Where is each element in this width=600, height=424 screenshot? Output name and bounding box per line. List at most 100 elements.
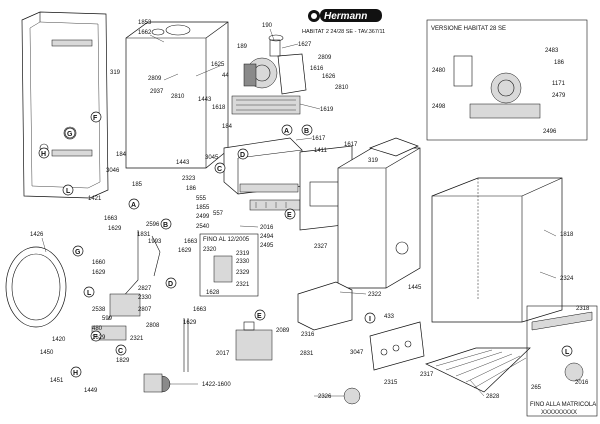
- part-2499: 2499: [196, 214, 210, 220]
- part-numbers: 1853 1662 190 1627 189 2809 2809 1625 44…: [30, 20, 574, 400]
- callout-bubbles: F G H L A B D C E A B G L D F C H E I: [38, 111, 376, 378]
- part-1627: 1627: [298, 42, 312, 48]
- part-1443-b: 1443: [176, 160, 190, 166]
- callout-b-top: B: [304, 128, 309, 135]
- part-2807: 2807: [138, 307, 152, 313]
- inset-version-title: VERSIONE HABITAT 28 SE: [431, 26, 506, 32]
- part-2808: 2808: [146, 323, 160, 329]
- fino-part-2319: 2319: [236, 251, 250, 257]
- part-319-b: 319: [368, 158, 379, 164]
- part-2017: 2017: [216, 351, 230, 357]
- part-1629-e: 1629: [183, 320, 197, 326]
- part-1422-1600: 1422-1600: [202, 382, 231, 388]
- part-433: 433: [384, 314, 395, 320]
- part-2495: 2495: [260, 243, 274, 249]
- part-1855: 1855: [196, 205, 210, 211]
- part-1421: 1421: [88, 196, 102, 202]
- part-2327: 2327: [314, 244, 328, 250]
- part-1663: 1663: [104, 216, 118, 222]
- part-1831: 1831: [137, 232, 151, 238]
- part-1626: 1626: [322, 74, 336, 80]
- matricola-title: FINO ALLA MATRICOLA: [530, 402, 596, 408]
- part-557: 557: [213, 211, 224, 217]
- part-1629-d: 1629: [92, 335, 106, 341]
- part-1662: 1662: [138, 30, 152, 36]
- part-1411: 1411: [314, 148, 328, 154]
- part-2316: 2316: [301, 332, 315, 338]
- part-1445: 1445: [408, 285, 422, 291]
- part-2809-b: 2809: [318, 55, 332, 61]
- part-1450: 1450: [40, 350, 54, 356]
- part-1663-c: 1663: [193, 307, 207, 313]
- callout-f-bottom: F: [93, 334, 98, 341]
- part-1617: 1617: [312, 136, 326, 142]
- part-1629: 1629: [108, 226, 122, 232]
- part-319: 319: [110, 70, 121, 76]
- part-1993: 1993: [148, 239, 162, 245]
- part-2810: 2810: [171, 94, 185, 100]
- boiler-frame: [21, 11, 109, 199]
- part-2809: 2809: [148, 76, 162, 82]
- part-186: 186: [186, 186, 197, 192]
- part-3047: 3047: [350, 350, 364, 356]
- matricola-serial: XXXXXXXXX: [541, 410, 577, 416]
- part-1660: 1660: [92, 260, 106, 266]
- part-189: 189: [237, 44, 248, 50]
- brand-logo: Hermann: [308, 9, 382, 22]
- callout-b: B: [163, 222, 168, 229]
- part-1663-b: 1663: [184, 239, 198, 245]
- inset-part-1171: 1171: [552, 81, 566, 87]
- part-2596: 2596: [146, 222, 160, 228]
- part-555: 555: [196, 196, 207, 202]
- part-1625: 1625: [211, 62, 225, 68]
- part-1619: 1619: [320, 107, 334, 113]
- part-2324: 2324: [560, 276, 574, 282]
- part-2315: 2315: [384, 380, 398, 386]
- callout-h-bottom: H: [73, 370, 78, 377]
- inset-part-2483: 2483: [545, 48, 559, 54]
- part-3046: 3046: [106, 168, 120, 174]
- side-cover: [431, 177, 563, 323]
- part-599: 599: [102, 316, 113, 322]
- part-2322: 2322: [368, 292, 382, 298]
- brand-name: Hermann: [324, 11, 367, 22]
- callout-c-top: C: [217, 166, 222, 173]
- part-1818: 1818: [560, 232, 574, 238]
- hydraulic-group: [91, 230, 273, 393]
- combustion-chamber: [223, 137, 303, 211]
- inset-part-2480: 2480: [432, 68, 446, 74]
- part-2540: 2540: [196, 224, 210, 230]
- callout-f: F: [93, 115, 98, 122]
- part-1426: 1426: [30, 232, 44, 238]
- part-1853: 1853: [138, 20, 152, 26]
- matricola-part-265: 265: [531, 385, 542, 391]
- fino-part-2329: 2329: [236, 270, 250, 276]
- matricola-part-2016: 2016: [575, 380, 589, 386]
- expansion-vessel: [5, 246, 67, 328]
- part-1617-b: 1617: [344, 142, 358, 148]
- callout-g-bottom: G: [75, 249, 81, 256]
- part-1618: 1618: [212, 105, 226, 111]
- part-190: 190: [262, 23, 273, 29]
- model-line: HABITAT 2 24/28 SE - TAV.367/11: [302, 29, 385, 35]
- bottom-grille: [425, 347, 531, 393]
- part-185: 185: [132, 182, 143, 188]
- part-1629-b: 1629: [178, 248, 192, 254]
- fino-part-1628: 1628: [206, 290, 220, 296]
- inset-part-186: 186: [554, 60, 565, 66]
- part-1420: 1420: [52, 337, 66, 343]
- part-480: 480: [92, 326, 103, 332]
- inset-fino-box: FINO AL 12/2005 2320 2319 2330 2329 2321…: [199, 233, 259, 297]
- matricola-part-2318: 2318: [576, 306, 590, 312]
- callout-c: C: [118, 348, 123, 355]
- part-3045: 3045: [205, 155, 219, 161]
- fino-part-2321: 2321: [236, 282, 250, 288]
- part-1443: 1443: [198, 97, 212, 103]
- inset-matricola-box: L 2318 265 2016 FINO ALLA MATRICOLA XXXX…: [526, 305, 598, 417]
- part-44: 44: [222, 73, 229, 79]
- callout-e: E: [257, 313, 262, 320]
- fan-assembly: [231, 34, 307, 115]
- part-2828: 2828: [486, 394, 500, 400]
- part-2016: 2016: [260, 225, 274, 231]
- part-2827: 2827: [138, 286, 152, 292]
